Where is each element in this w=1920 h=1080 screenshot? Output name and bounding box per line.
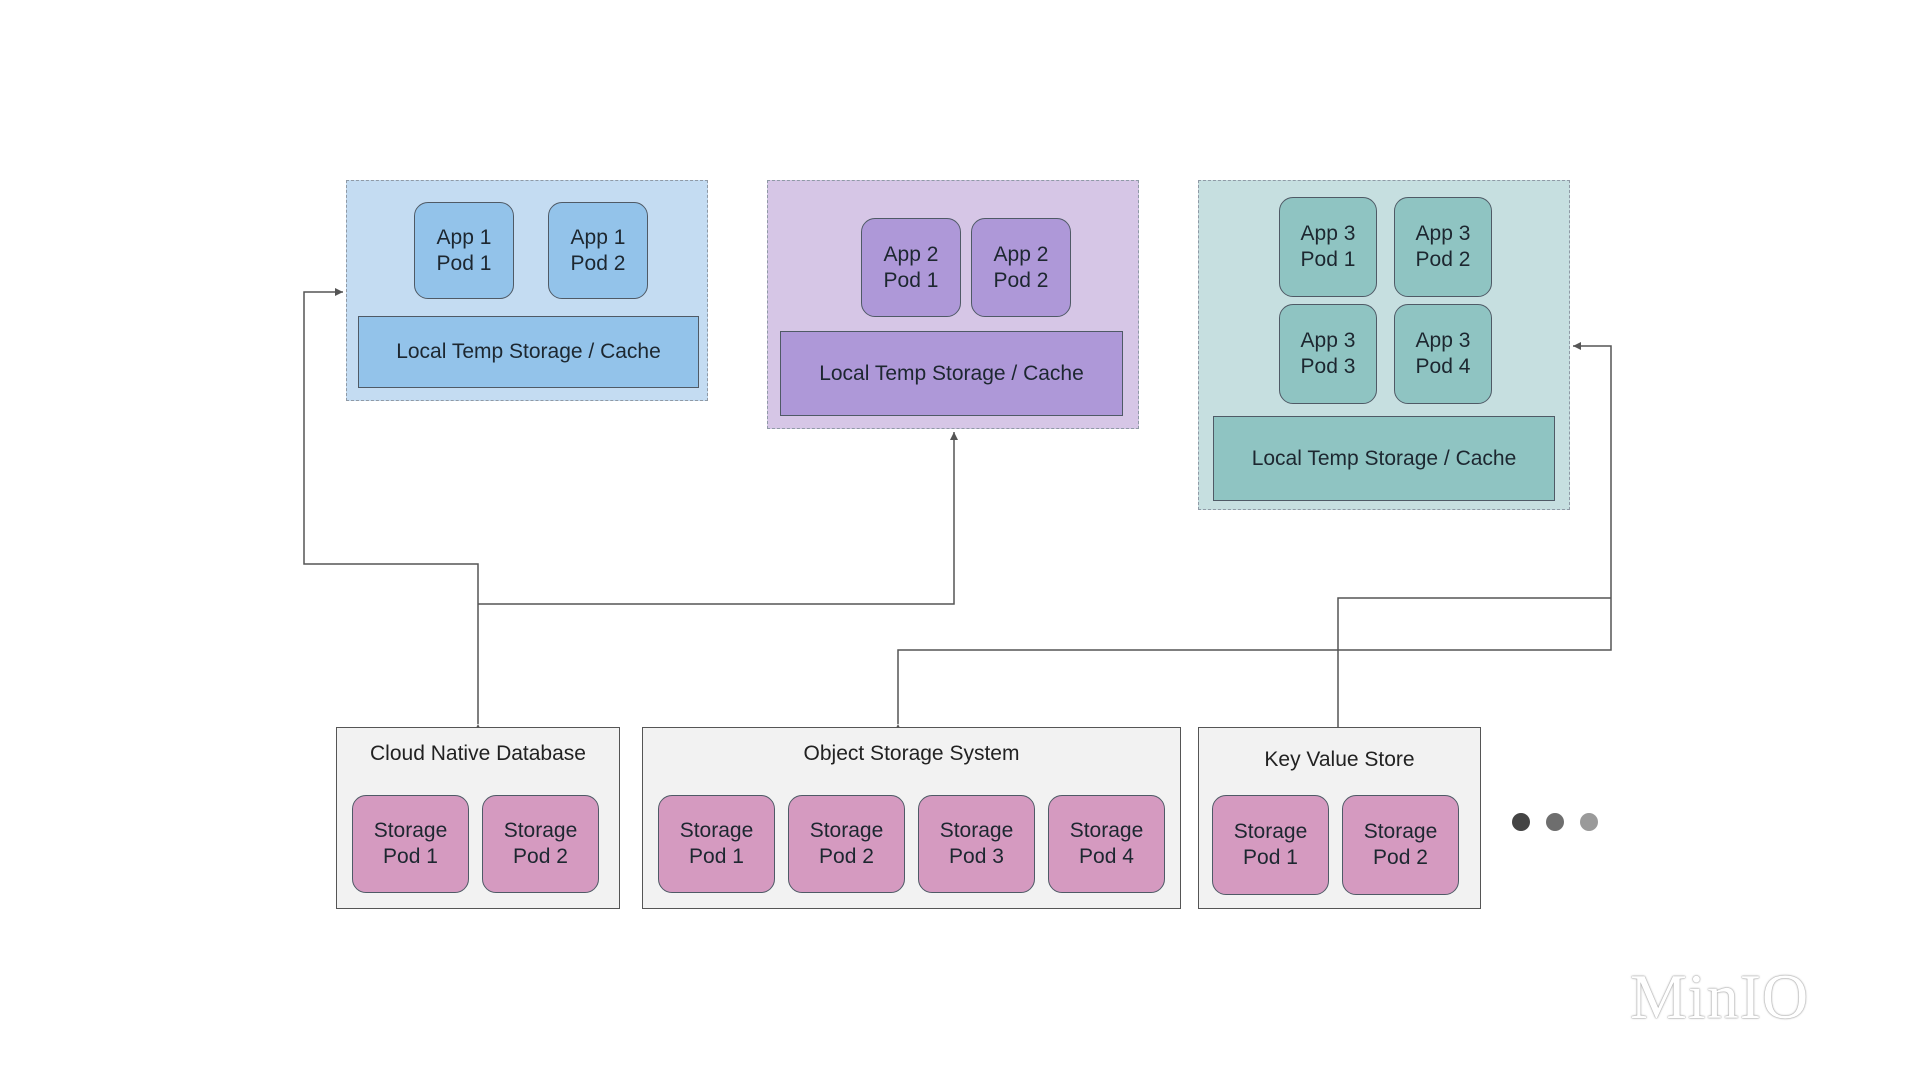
app3-pod-4[interactable]: App 3 Pod 4	[1394, 304, 1492, 404]
key-value-store: Key Value Store Storage Pod 1 Storage Po…	[1198, 727, 1481, 909]
service-title: Object Storage System	[803, 742, 1020, 765]
app3-local-cache[interactable]: Local Temp Storage / Cache	[1213, 416, 1555, 501]
link-objectstore-app3	[894, 342, 1612, 732]
app1-local-cache[interactable]: Local Temp Storage / Cache	[358, 316, 699, 388]
storage-pod[interactable]: Storage Pod 4	[1048, 795, 1165, 893]
app1-group: App 1 Pod 1 App 1 Pod 2 Local Temp Stora…	[346, 180, 708, 401]
app1-pod-1[interactable]: App 1 Pod 1	[414, 202, 514, 299]
app3-pod-3[interactable]: App 3 Pod 3	[1279, 304, 1377, 404]
service-title: Key Value Store	[1264, 748, 1415, 771]
ellipsis-dot	[1546, 813, 1564, 831]
storage-pod[interactable]: Storage Pod 1	[658, 795, 775, 893]
storage-pod[interactable]: Storage Pod 3	[918, 795, 1035, 893]
app2-pod-1[interactable]: App 2 Pod 1	[861, 218, 961, 317]
more-services-ellipsis	[1512, 813, 1598, 831]
app3-group: App 3 Pod 1 App 3 Pod 2 App 3 Pod 3 App …	[1198, 180, 1570, 510]
cloud-native-database: Cloud Native Database Storage Pod 1 Stor…	[336, 727, 620, 909]
app2-group: App 2 Pod 1 App 2 Pod 2 Local Temp Stora…	[767, 180, 1139, 429]
ellipsis-dot	[1580, 813, 1598, 831]
minio-logo: MinIO	[1630, 961, 1810, 1032]
link-kvstore-app3	[1334, 597, 1611, 736]
app2-pod-2[interactable]: App 2 Pod 2	[971, 218, 1071, 317]
link-database-app2	[478, 432, 958, 605]
storage-pod[interactable]: Storage Pod 1	[352, 795, 469, 893]
object-storage-system: Object Storage System Storage Pod 1 Stor…	[642, 727, 1181, 909]
app3-pod-1[interactable]: App 3 Pod 1	[1279, 197, 1377, 297]
storage-pod[interactable]: Storage Pod 2	[788, 795, 905, 893]
service-title: Cloud Native Database	[370, 742, 586, 765]
storage-pod[interactable]: Storage Pod 2	[482, 795, 599, 893]
storage-pod[interactable]: Storage Pod 2	[1342, 795, 1459, 895]
storage-pod[interactable]: Storage Pod 1	[1212, 795, 1329, 895]
app2-local-cache[interactable]: Local Temp Storage / Cache	[780, 331, 1123, 416]
link-database-app1	[303, 288, 482, 732]
app1-pod-2[interactable]: App 1 Pod 2	[548, 202, 648, 299]
ellipsis-dot	[1512, 813, 1530, 831]
app3-pod-2[interactable]: App 3 Pod 2	[1394, 197, 1492, 297]
